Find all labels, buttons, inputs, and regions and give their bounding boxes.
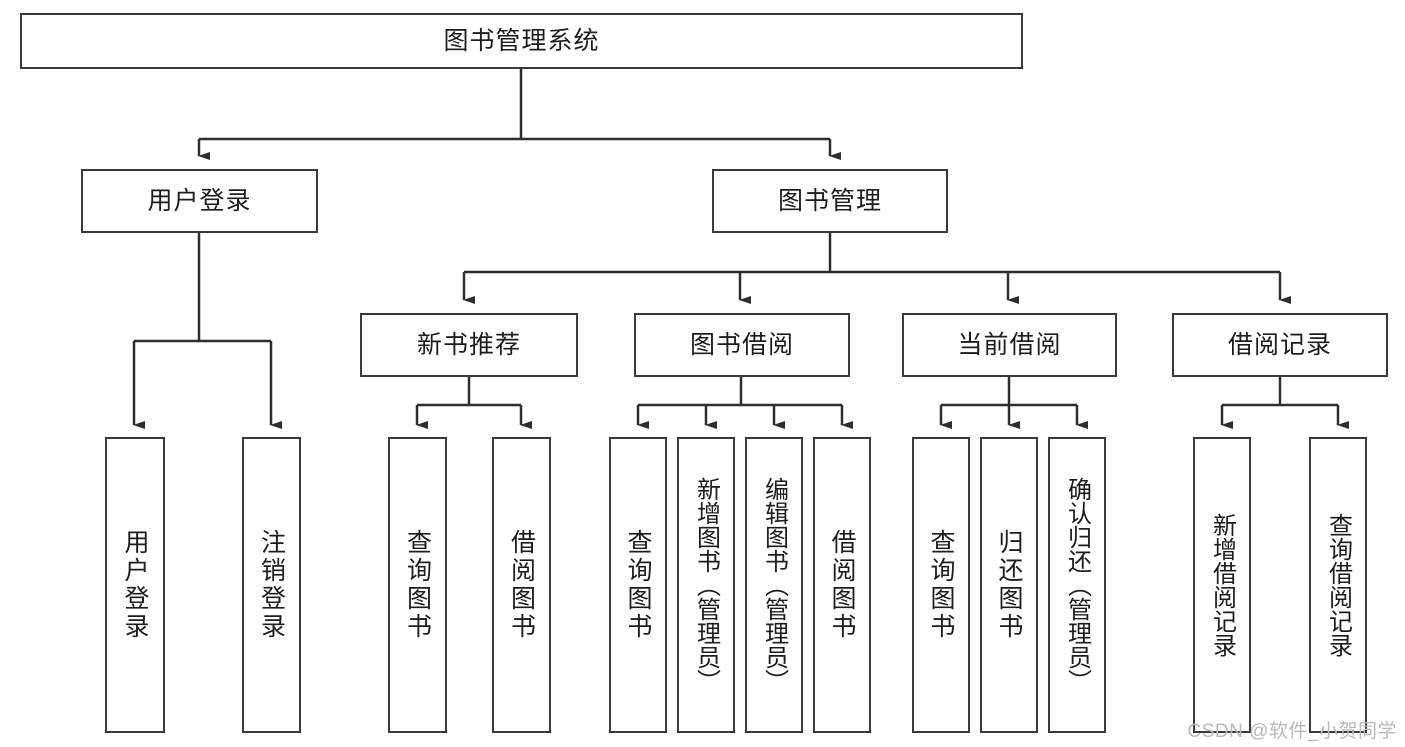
node-borrow-record[interactable]: 借阅记录 — [1172, 313, 1388, 377]
node-label: 查询图书 — [927, 529, 955, 641]
node-label: 借阅图书 — [828, 529, 856, 641]
leaf-query-book-borrow[interactable]: 查询图书 — [609, 437, 667, 733]
node-label: 编辑图书（管理员） — [760, 477, 788, 693]
leaf-borrow-book-borrow[interactable]: 借阅图书 — [813, 437, 871, 733]
node-label: 归还图书 — [995, 529, 1023, 641]
node-book-management-system[interactable]: 图书管理系统 — [20, 13, 1023, 69]
leaf-query-book-current[interactable]: 查询图书 — [912, 437, 970, 733]
leaf-logout-login[interactable]: 注销登录 — [242, 437, 301, 733]
leaf-edit-book[interactable]: 编辑图书（管理员） — [745, 437, 803, 733]
leaf-user-login[interactable]: 用户登录 — [105, 437, 165, 733]
leaf-query-borrow-record[interactable]: 查询借阅记录 — [1309, 437, 1367, 733]
leaf-query-book-recommend[interactable]: 查询图书 — [388, 437, 447, 733]
node-label: 新书推荐 — [416, 331, 521, 359]
node-user-login[interactable]: 用户登录 — [81, 169, 318, 233]
node-label: 查询图书 — [624, 529, 652, 641]
node-label: 用户登录 — [147, 187, 252, 215]
node-current-borrow[interactable]: 当前借阅 — [902, 313, 1117, 377]
leaf-add-book[interactable]: 新增图书（管理员） — [677, 437, 735, 733]
leaf-return-book[interactable]: 归还图书 — [980, 437, 1038, 733]
node-label: 用户登录 — [121, 529, 149, 641]
node-label: 图书借阅 — [689, 331, 794, 359]
leaf-confirm-return[interactable]: 确认归还（管理员） — [1048, 437, 1106, 733]
node-label: 新增借阅记录 — [1208, 513, 1236, 657]
node-new-book-recommend[interactable]: 新书推荐 — [360, 313, 578, 377]
csdn-watermark: CSDN @软件_小贺同学 — [1187, 721, 1397, 742]
node-book-borrow[interactable]: 图书借阅 — [634, 313, 850, 377]
node-label: 新增图书（管理员） — [692, 477, 720, 693]
node-label: 借阅图书 — [507, 529, 536, 641]
leaf-borrow-book-recommend[interactable]: 借阅图书 — [492, 437, 551, 733]
node-label: 当前借阅 — [957, 331, 1062, 359]
node-label: 查询图书 — [403, 529, 432, 641]
node-label: 查询借阅记录 — [1324, 513, 1352, 657]
node-label: 借阅记录 — [1227, 331, 1332, 359]
node-label: 图书管理 — [777, 187, 882, 215]
node-label: 注销登录 — [257, 529, 286, 641]
node-book-management[interactable]: 图书管理 — [712, 169, 948, 233]
node-label: 图书管理系统 — [443, 27, 600, 55]
leaf-add-borrow-record[interactable]: 新增借阅记录 — [1193, 437, 1251, 733]
node-label: 确认归还（管理员） — [1063, 477, 1091, 693]
